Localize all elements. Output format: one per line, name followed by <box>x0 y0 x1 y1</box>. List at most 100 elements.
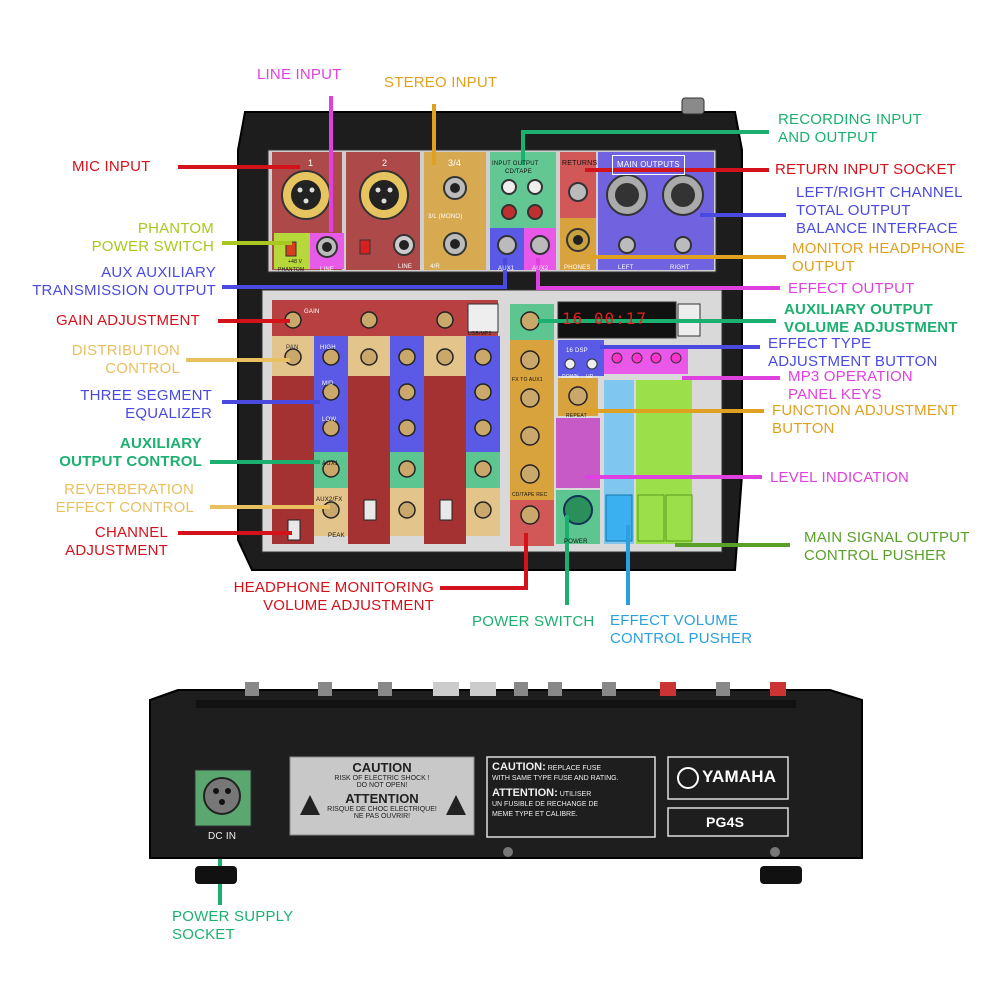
label-lr-total: LEFT/RIGHT CHANNEL TOTAL OUTPUT BALANCE … <box>796 184 963 238</box>
channel-knobs <box>284 311 492 519</box>
dsp-buttons-area <box>558 340 604 376</box>
panel-phantom: PHANTOM <box>278 267 305 273</box>
panel-fx-to-aux: FX TO AUX1 <box>512 377 543 383</box>
attention-line2: NE PAS OUVRIR! <box>353 813 411 820</box>
panel-cd-tape: CD/TAPE <box>505 169 532 175</box>
label-recording-io: RECORDING INPUT AND OUTPUT <box>778 111 922 147</box>
aux1-output-jack[interactable] <box>497 235 517 255</box>
fuse-caution-text2: WITH SAME TYPE FUSE AND RATING. <box>492 775 619 782</box>
label-power-supply: POWER SUPPLY SOCKET <box>172 908 293 944</box>
main-fader-left-knob[interactable] <box>637 494 665 542</box>
fader-knob-ch1[interactable] <box>287 519 301 541</box>
main-fader-right-knob[interactable] <box>665 494 693 542</box>
panel-mono: 3/L (MONO) <box>428 214 463 220</box>
label-stereo-input: STEREO INPUT <box>384 74 498 91</box>
panel-pan: PAN <box>286 345 299 351</box>
brand-box <box>667 756 789 800</box>
panel-left: LEFT <box>618 265 634 271</box>
panel-plus48v: +48 V <box>288 259 303 265</box>
label-distribution-line1: DISTRIBUTION <box>71 342 180 359</box>
label-aux-ctrl-line2: OUTPUT CONTROL <box>59 453 202 470</box>
panel-ch34: 3/4 <box>448 158 462 168</box>
label-aux-out-vol-line2: VOLUME ADJUSTMENT <box>784 319 958 336</box>
label-power-supply-line1: POWER SUPPLY <box>172 908 294 925</box>
label-effect-vol-line1: EFFECT VOLUME <box>610 612 739 629</box>
panel-up: UP <box>586 374 594 380</box>
label-three-seg: THREE SEGMENT EQUALIZER <box>42 387 212 423</box>
panel-line: LINE <box>320 267 335 273</box>
aux2-output-jack[interactable] <box>530 235 550 255</box>
panel-input-output: INPUT OUTPUT <box>492 161 539 167</box>
fuse-caution-text1: REPLACE FUSE <box>547 765 602 772</box>
mp3-key-1[interactable] <box>611 352 623 364</box>
fuse-attention-text1: UTILISER <box>559 791 592 798</box>
panel-aux1-knob: AUX1 <box>322 461 339 467</box>
mp3-key-3[interactable] <box>650 352 662 364</box>
label-effect-vol-line2: CONTROL PUSHER <box>610 630 753 647</box>
caution-label <box>289 756 475 836</box>
fuse-attention-head: ATTENTION: <box>492 787 558 799</box>
fuse-caution-text: CAUTION: REPLACE FUSE WITH SAME TYPE FUS… <box>492 762 654 820</box>
label-mic-input: MIC INPUT <box>72 158 151 175</box>
panel-returns: RETURNS <box>562 160 598 167</box>
dsp-down-button[interactable] <box>564 358 576 370</box>
label-channel-adj: CHANNEL ADJUSTMENT <box>40 524 168 560</box>
panel-dsp: 16 DSP <box>566 348 588 354</box>
panel-power: POWER <box>564 539 588 545</box>
caution-line1: RISK OF ELECTRIC SHOCK ! <box>334 775 430 782</box>
label-effect-type-line2: ADJUSTMENT BUTTON <box>768 353 938 370</box>
power-button[interactable] <box>563 495 593 525</box>
panel-ch1: 1 <box>308 158 314 168</box>
label-hp-monitor-line1: HEADPHONE MONITORING <box>233 579 434 596</box>
mp3-key-4[interactable] <box>670 352 682 364</box>
panel-peak: PEAK <box>328 533 345 539</box>
panel-aux1: AUX1 <box>498 266 515 272</box>
panel-cd-tape-rec: CD/TAPE REC <box>512 492 548 498</box>
label-monitor-hp-line2: OUTPUT <box>792 258 855 275</box>
panel-ch2: 2 <box>382 158 388 168</box>
gain-row <box>272 300 498 336</box>
label-aux-ctrl: AUXILIARY OUTPUT CONTROL <box>40 435 202 471</box>
usb-port[interactable] <box>467 303 499 333</box>
fader-knob-ch34[interactable] <box>439 499 453 521</box>
phantom-switch-ch2[interactable] <box>359 239 371 255</box>
label-power-supply-line2: SOCKET <box>172 926 235 943</box>
label-hp-monitor-line2: VOLUME ADJUSTMENT <box>263 597 434 614</box>
dc-in-socket[interactable] <box>203 777 241 815</box>
caution-line2: DO NOT OPEN! <box>356 782 408 789</box>
panel-repeat: REPEAT <box>566 413 587 419</box>
label-channel-adj-line2: ADJUSTMENT <box>65 542 168 559</box>
label-effect-type-line1: EFFECT TYPE <box>768 335 872 352</box>
label-effect-type: EFFECT TYPE ADJUSTMENT BUTTON <box>768 335 938 371</box>
label-mp3-line2: PANEL KEYS <box>788 386 882 403</box>
panel-line-ch2: LINE <box>398 264 413 270</box>
label-gain: GAIN ADJUSTMENT <box>56 312 200 329</box>
label-aux-tx-line2: TRANSMISSION OUTPUT <box>32 282 216 299</box>
panel-main-outputs: MAIN OUTPUTS <box>612 155 685 175</box>
label-power-switch: POWER SWITCH <box>472 613 595 630</box>
panel-right: RIGHT <box>670 265 690 271</box>
dsp-up-button[interactable] <box>586 358 598 370</box>
panel-mid: MID <box>322 381 334 387</box>
label-reverb-line2: EFFECT CONTROL <box>55 499 194 516</box>
label-three-seg-line2: EQUALIZER <box>125 405 212 422</box>
mp3-key-2[interactable] <box>631 352 643 364</box>
panel-gain: GAIN <box>304 309 320 315</box>
panel-aux2-fx: AUX2/FX <box>316 497 343 503</box>
model-name: PG4S <box>706 814 745 830</box>
label-return-input: RETURN INPUT SOCKET <box>775 161 957 178</box>
fuse-caution-head: CAUTION: <box>492 761 546 773</box>
label-aux-out-vol-line1: AUXILIARY OUTPUT <box>784 301 934 318</box>
label-lr-line3: BALANCE INTERFACE <box>796 220 958 237</box>
label-effect-vol: EFFECT VOLUME CONTROL PUSHER <box>610 612 752 648</box>
panel-phones: PHONES <box>564 265 591 271</box>
fader-knob-ch2[interactable] <box>363 499 377 521</box>
stereo-input <box>424 152 486 270</box>
return-input-jack[interactable] <box>568 182 588 202</box>
label-three-seg-line1: THREE SEGMENT <box>80 387 212 404</box>
label-aux-tx-line1: AUX AUXILIARY <box>101 264 216 281</box>
screw-icon <box>503 847 513 857</box>
label-recording-line2: AND OUTPUT <box>778 129 878 146</box>
